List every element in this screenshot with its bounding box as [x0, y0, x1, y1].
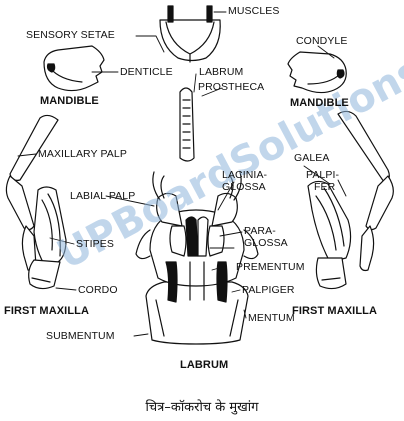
label-palpifer-2: FER [314, 181, 336, 193]
label-labrum-bottom: LABRUM [180, 359, 229, 371]
label-muscles: MUSCLES [228, 5, 280, 17]
leader-lines [17, 11, 347, 337]
label-submentum: SUBMENTUM [46, 330, 115, 342]
label-lacinia-2: GLOSSA [222, 181, 266, 193]
maxilla-left-drawing [5, 114, 67, 290]
label-palpifer-1: PALPI- [306, 169, 340, 181]
label-stipes: STIPES [76, 238, 114, 250]
mandible-left-drawing [43, 45, 105, 92]
label-first-maxilla-left: FIRST MAXILLA [4, 305, 90, 317]
label-mentum: MENTUM [248, 312, 295, 324]
label-denticle: DENTICLE [120, 66, 173, 78]
label-paraglossa-1: PARA- [244, 225, 276, 237]
label-lacinia-1: LACINIA- [222, 169, 268, 181]
label-labrum-top: LABRUM [199, 66, 244, 78]
maxilla-right-drawing [307, 110, 394, 290]
label-paraglossa-2: GLOSSA [244, 237, 288, 249]
label-galea: GALEA [294, 152, 330, 164]
label-mandible-right: MANDIBLE [290, 97, 349, 109]
mandible-right-drawing [287, 51, 347, 94]
label-prostheca: PROSTHECA [198, 81, 265, 93]
label-cordo: CORDO [78, 284, 118, 296]
figure-caption: चित्र–कॉकरोच के मुखांग [145, 400, 259, 415]
label-sensory-setae: SENSORY SETAE [26, 29, 115, 41]
labium-drawing [135, 171, 259, 345]
label-prementum: PREMENTUM [236, 261, 305, 273]
label-palpiger: PALPIGER [242, 284, 295, 296]
prostheca-drawing [179, 87, 195, 162]
label-maxillary-palp: MAXILLARY PALP [38, 148, 127, 160]
label-first-maxilla-right: FIRST MAXILLA [292, 305, 378, 317]
label-labial-palp: LABIAL PALP [70, 190, 136, 202]
label-condyle: CONDYLE [296, 35, 348, 47]
labrum-top-drawing [159, 5, 221, 63]
label-mandible-left: MANDIBLE [40, 95, 99, 107]
